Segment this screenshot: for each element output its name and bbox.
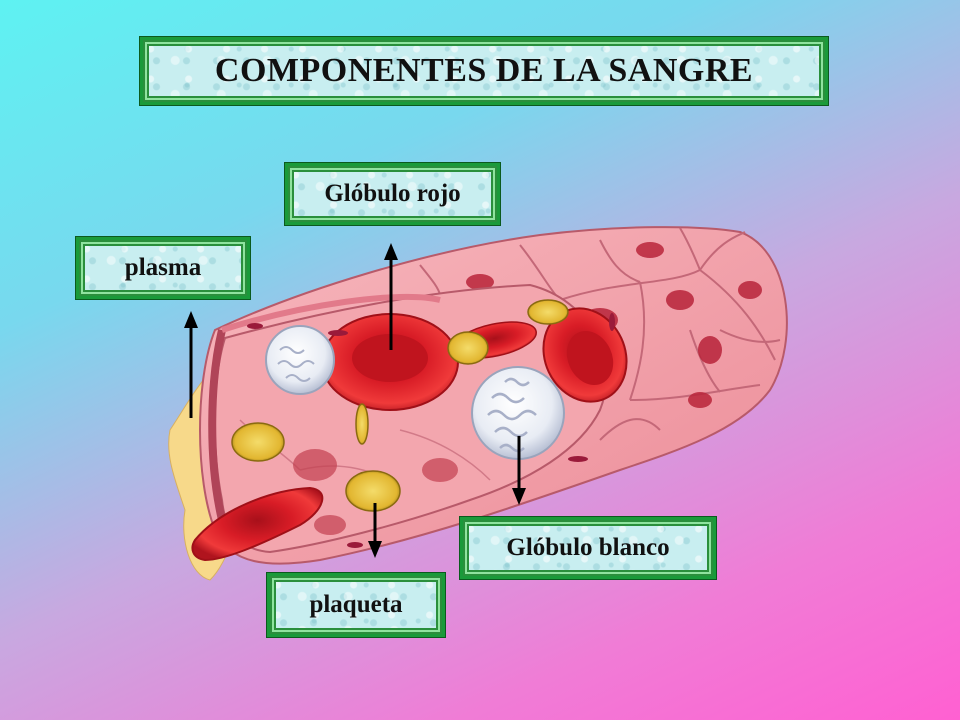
label-platelet-text: plaqueta — [309, 591, 403, 618]
page-title-text: COMPONENTES DE LA SANGRE — [214, 52, 754, 89]
white-blood-cell-back — [265, 325, 335, 395]
label-white-blood-cell: Glóbulo blanco — [460, 517, 716, 579]
white-blood-cell-main — [471, 366, 565, 460]
red-blood-cell-right — [542, 307, 628, 403]
label-red-blood-cell-text: Glóbulo rojo — [324, 180, 461, 207]
platelets — [231, 299, 569, 512]
arrow-white-cell — [512, 436, 526, 505]
red-blood-cell-exiting — [191, 486, 324, 562]
red-blood-cell-main — [321, 313, 459, 411]
page-title: COMPONENTES DE LA SANGRE — [140, 37, 828, 105]
arrow-red-cell — [384, 243, 398, 350]
label-plasma-text: plasma — [124, 254, 202, 281]
vessel-rim — [208, 329, 226, 521]
label-platelet: plaqueta — [267, 573, 445, 637]
label-red-blood-cell: Glóbulo rojo — [285, 163, 500, 225]
label-plasma: plasma — [76, 237, 250, 299]
label-white-blood-cell-text: Glóbulo blanco — [506, 534, 670, 561]
arrow-plasma — [184, 311, 198, 418]
arrow-platelet — [368, 503, 382, 558]
